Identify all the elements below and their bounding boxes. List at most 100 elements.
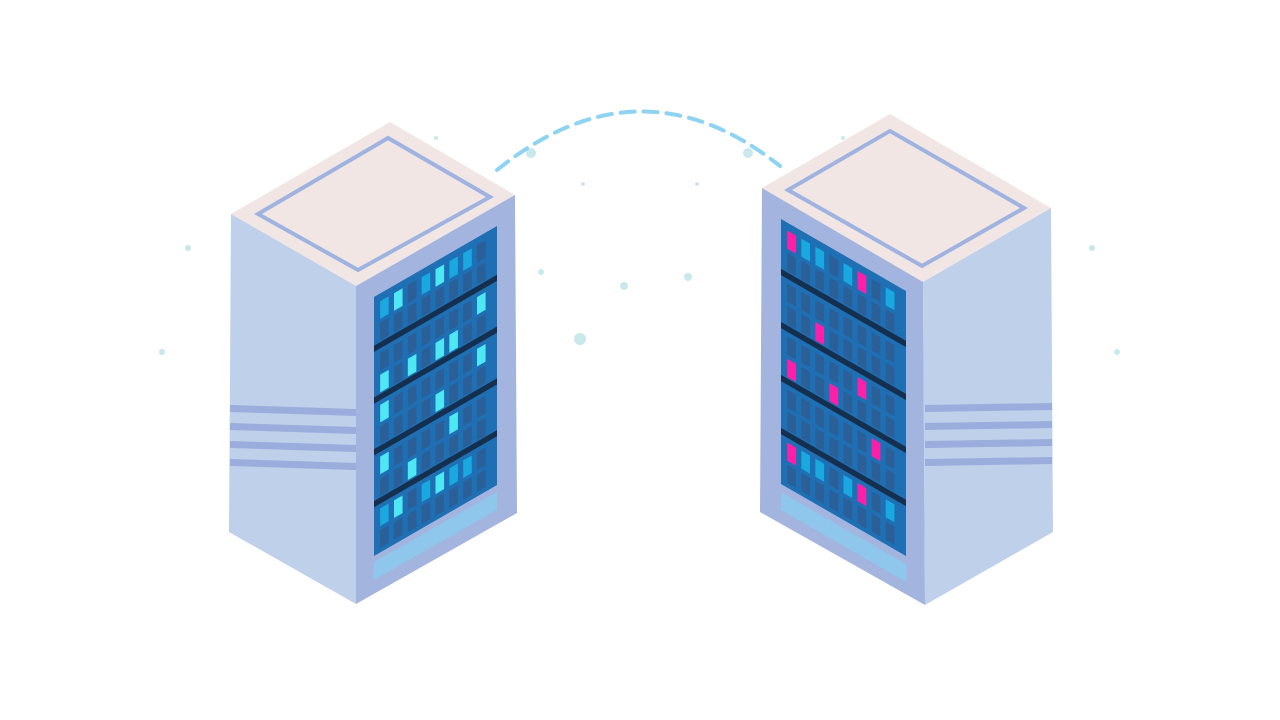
dot <box>434 136 438 140</box>
rack-led <box>407 487 417 511</box>
rack-led <box>477 240 486 263</box>
rack-led <box>787 305 796 329</box>
rack-led <box>801 260 811 284</box>
rack-led <box>449 256 458 279</box>
rack-led <box>477 447 486 471</box>
rack-led <box>885 362 895 386</box>
rack-led <box>843 315 853 339</box>
rack-led <box>449 411 458 435</box>
rack-led <box>421 449 431 473</box>
rack-led <box>857 324 867 348</box>
rack-led <box>843 338 853 362</box>
rack-led <box>815 299 825 323</box>
rack-led <box>477 469 486 492</box>
rack-led <box>463 248 472 271</box>
rack-led <box>449 308 458 331</box>
rack-led <box>435 441 445 465</box>
rack-led <box>435 337 445 361</box>
rack-led <box>871 438 881 462</box>
vent-stripe <box>925 457 1052 466</box>
vent-stripe <box>230 405 356 416</box>
connection-arc <box>495 109 782 172</box>
rack-led <box>857 346 867 370</box>
server-right-top-outline <box>783 128 1029 269</box>
rack-led <box>885 340 895 364</box>
dot <box>574 333 586 345</box>
rack-led <box>885 521 895 545</box>
rack-led <box>407 280 417 303</box>
vent-stripe <box>925 439 1052 448</box>
rack-led <box>871 279 881 303</box>
server-right-top <box>762 114 1051 282</box>
rack-led <box>787 252 796 276</box>
rack-led <box>449 278 458 301</box>
rack-led <box>463 403 472 427</box>
rack-led <box>407 509 417 532</box>
rack-led <box>449 329 458 353</box>
rack-led <box>463 270 472 293</box>
rack-led <box>463 425 472 449</box>
rack-led <box>421 479 431 503</box>
rack-led <box>463 300 472 323</box>
rack-led <box>393 517 403 540</box>
rack-led <box>829 307 839 331</box>
rack-led <box>787 283 796 307</box>
rack-led <box>829 277 839 301</box>
rack-divider <box>781 268 906 348</box>
rack-led <box>843 421 853 445</box>
rack-led <box>393 413 403 437</box>
rack-led <box>829 413 839 437</box>
dot <box>684 273 692 281</box>
rack-led <box>393 443 403 467</box>
rack-led <box>449 463 458 487</box>
server-left-rack-panel <box>374 226 497 556</box>
rack-led <box>407 353 417 377</box>
rack-led <box>857 430 867 454</box>
dot <box>841 136 845 140</box>
rack-led <box>393 361 403 385</box>
rack-led <box>407 457 417 481</box>
server-left-base-strip <box>374 492 497 580</box>
rack-led <box>829 360 839 384</box>
dot <box>581 182 585 186</box>
server-right-rack-panel <box>781 219 906 556</box>
rack-led <box>393 465 403 489</box>
rack-led <box>857 271 867 295</box>
rack-led <box>801 238 811 262</box>
rack-led <box>449 381 458 405</box>
rack-led <box>477 292 486 315</box>
rack-led <box>463 477 472 500</box>
rack-led <box>829 330 839 354</box>
rack-led <box>801 419 811 443</box>
rack-led <box>829 383 839 407</box>
rack-led <box>871 407 881 431</box>
rack-led <box>421 501 431 524</box>
rack-led <box>815 458 825 482</box>
rack-led <box>421 375 431 399</box>
rack-led <box>857 452 867 476</box>
rack-led <box>857 377 867 401</box>
rack-led <box>843 497 853 521</box>
rack-led <box>871 513 881 537</box>
vent-stripe <box>925 403 1052 412</box>
rack-led <box>871 332 881 356</box>
server-right-base-strip <box>781 492 906 582</box>
rack-led <box>815 322 825 346</box>
rack-led <box>407 383 417 407</box>
rack-led <box>435 264 445 287</box>
rack-led <box>393 495 403 519</box>
dot <box>538 269 544 275</box>
rack-led <box>421 345 431 369</box>
rack-led <box>421 427 431 451</box>
rack-led <box>477 365 486 389</box>
rack-divider <box>374 326 497 404</box>
rack-led <box>435 419 445 443</box>
rack-led <box>380 399 389 423</box>
rack-led <box>815 246 825 270</box>
rack-led <box>463 373 472 397</box>
rack-led <box>787 358 796 382</box>
rack-divider <box>374 430 497 508</box>
server-left-top <box>231 122 515 286</box>
rack-led <box>407 332 417 355</box>
